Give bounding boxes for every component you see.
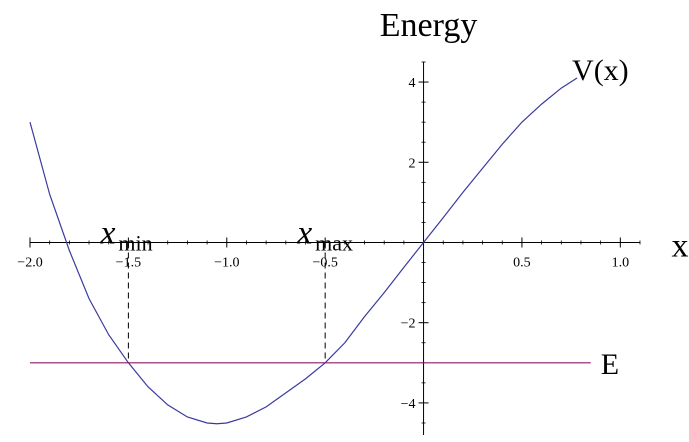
y-tick-label: −2 — [401, 317, 416, 332]
x-tick-label: −1.5 — [116, 255, 141, 270]
axes-group — [29, 61, 641, 435]
x-tick-label: −2.0 — [17, 255, 42, 270]
x-min-label: x — [99, 214, 115, 251]
labels-group: −2.0 −1.5 −1.0 −0.5 0.5 1.0 4 2 −2 −4 Energy x V(x) E… — [17, 7, 688, 412]
x-tick-label: −0.5 — [312, 255, 337, 270]
energy-level-label: E — [601, 348, 619, 381]
y-axis-title: Energy — [380, 7, 478, 44]
x-tick-label: −1.0 — [214, 255, 239, 270]
y-tick-label: 2 — [409, 156, 416, 171]
potential-curve — [29, 77, 578, 425]
x-tick-label: 1.0 — [612, 255, 630, 270]
x-min-subscript: min — [118, 230, 152, 255]
series-group — [29, 77, 591, 425]
x-max-subscript: max — [315, 230, 353, 255]
y-tick-label: −4 — [401, 397, 416, 412]
potential-label: V(x) — [572, 54, 629, 87]
x-tick-label: 0.5 — [513, 255, 531, 270]
y-tick-label: 4 — [409, 76, 416, 91]
x-max-label: x — [296, 214, 312, 251]
x-axis-title: x — [672, 227, 689, 264]
guide-lines-group — [127, 242, 326, 363]
